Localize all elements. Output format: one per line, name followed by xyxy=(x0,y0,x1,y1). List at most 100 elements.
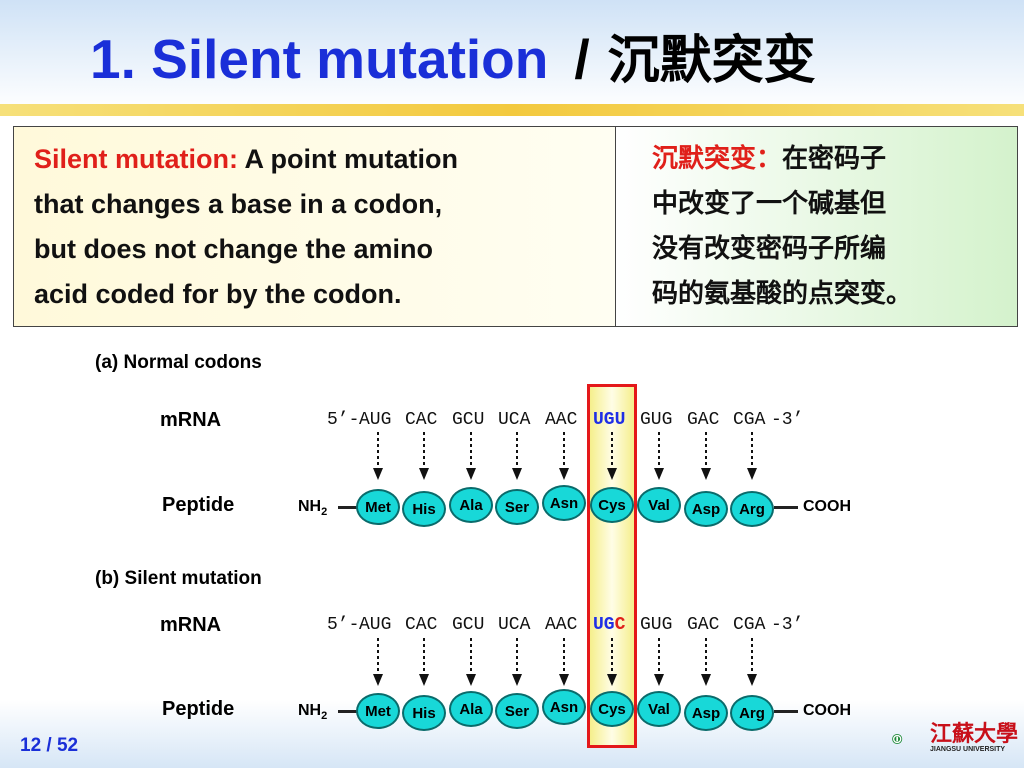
n-terminus-subscript: 2 xyxy=(321,710,328,723)
amino-acid-bead: Val xyxy=(637,691,681,727)
translation-arrow-icon xyxy=(512,638,522,686)
mrna-3-prime: -3’ xyxy=(771,410,804,430)
amino-acid-bead: Asn xyxy=(542,485,586,521)
amino-acid-bead: Cys xyxy=(590,487,634,523)
definition-cn-term: 沉默突变： xyxy=(652,144,783,174)
n-terminus-subscript: 2 xyxy=(321,506,328,519)
translation-arrow-icon xyxy=(559,432,569,480)
mrna-codon: AAC xyxy=(545,615,578,635)
translation-arrow-icon xyxy=(373,638,383,686)
definition-en-line-2: but does not change the amino xyxy=(34,234,434,264)
definition-cn-line-3: 码的氨基酸的点突变。 xyxy=(652,279,913,309)
mrna-codon: GAC xyxy=(687,615,720,635)
translation-arrow-icon xyxy=(701,638,711,686)
peptide-bond-line xyxy=(338,506,358,509)
mrna-codon: CAC xyxy=(405,615,438,635)
definition-cn-line-2: 没有改变密码子所编 xyxy=(652,234,887,264)
translation-arrow-icon xyxy=(512,432,522,480)
translation-arrow-icon xyxy=(654,638,664,686)
peptide-bond-line xyxy=(774,710,798,713)
mrna-codon: GCU xyxy=(452,410,485,430)
mrna-codon: AAC xyxy=(545,410,578,430)
c-terminus-label: COOH xyxy=(803,702,851,719)
university-logo-subtitle: JIANGSU UNIVERSITY xyxy=(930,746,1006,753)
c-terminus-label: COOH xyxy=(803,498,851,515)
amino-acid-bead: Met xyxy=(356,489,400,525)
definition-english: Silent mutation: A point mutation that c… xyxy=(14,127,616,326)
mrna-5-prime: 5’- xyxy=(327,410,360,430)
definition-chinese: 沉默突变：在密码子 中改变了一个碱基但 没有改变密码子所编 码的氨基酸的点突变。 xyxy=(616,127,1017,326)
translation-arrow-icon xyxy=(419,638,429,686)
translation-arrow-icon xyxy=(466,638,476,686)
amino-acid-bead: Val xyxy=(637,487,681,523)
title-cn: 沉默突变 xyxy=(607,31,816,91)
mrna-codon: GUG xyxy=(640,615,673,635)
translation-arrow-icon xyxy=(607,432,617,480)
mrna-5-prime: 5’- xyxy=(327,615,360,635)
mrna-codon: UCA xyxy=(498,410,531,430)
amino-acid-bead: Ala xyxy=(449,487,493,523)
definition-en-line-3: acid coded for by the codon. xyxy=(34,279,402,309)
amino-acid-bead: Ala xyxy=(449,691,493,727)
amino-acid-bead: His xyxy=(402,491,446,527)
n-terminus-label: NH2 xyxy=(298,498,327,518)
mrna-codon-mutation-site: UGC xyxy=(593,615,625,635)
title-en: 1. Silent mutation xyxy=(90,28,549,90)
mrna-codon-mutation-site: UGU xyxy=(593,410,625,430)
mutated-codon-text: UGU xyxy=(593,410,626,430)
n-terminus-label: NH2 xyxy=(298,702,327,722)
translation-arrow-icon xyxy=(654,432,664,480)
mrna-codon: AUG xyxy=(359,615,392,635)
peptide-label: Peptide xyxy=(162,494,235,516)
panel-label: (b) Silent mutation xyxy=(95,568,262,589)
amino-acid-bead: His xyxy=(402,695,446,731)
translation-arrow-icon xyxy=(747,638,757,686)
mrna-codon: GUG xyxy=(640,410,673,430)
mrna-codon: CGA xyxy=(733,615,766,635)
amino-acid-bead: Cys xyxy=(590,691,634,727)
peptide-bond-line xyxy=(774,506,798,509)
amino-acid-bead: Ser xyxy=(495,489,539,525)
page-number: 12 / 52 xyxy=(20,735,79,756)
mutated-base-text: C xyxy=(614,615,626,635)
definition-en-line-0: A point mutation xyxy=(238,144,458,174)
amino-acid-bead: Asp xyxy=(684,491,728,527)
university-logo-text: 江蘇大學 xyxy=(930,721,1019,747)
amino-acid-bead: Arg xyxy=(730,491,774,527)
mrna-codon: GAC xyxy=(687,410,720,430)
mrna-codon: AUG xyxy=(359,410,392,430)
title-rule xyxy=(0,104,1024,116)
mrna-label: mRNA xyxy=(160,614,222,636)
translation-arrow-icon xyxy=(419,432,429,480)
university-logo-icon xyxy=(892,733,903,745)
mrna-label: mRNA xyxy=(160,409,222,431)
definition-en-term: Silent mutation: xyxy=(34,144,238,174)
peptide-label: Peptide xyxy=(162,698,235,720)
translation-arrow-icon xyxy=(747,432,757,480)
amino-acid-bead: Asn xyxy=(542,689,586,725)
amino-acid-bead: Met xyxy=(356,693,400,729)
mrna-codon: CGA xyxy=(733,410,766,430)
definition-cn-line-1: 中改变了一个碱基但 xyxy=(652,189,887,219)
slide-title: 1. Silent mutation / 沉默突变 xyxy=(90,18,816,93)
translation-arrow-icon xyxy=(373,432,383,480)
title-separator: / xyxy=(574,28,590,90)
mutated-codon-text: UG xyxy=(593,615,615,635)
mrna-codon: GCU xyxy=(452,615,485,635)
mrna-codon: UCA xyxy=(498,615,531,635)
definition-table: Silent mutation: A point mutation that c… xyxy=(13,126,1018,327)
amino-acid-bead: Ser xyxy=(495,693,539,729)
definition-en-line-1: that changes a base in a codon, xyxy=(34,189,443,219)
translation-arrow-icon xyxy=(607,638,617,686)
amino-acid-bead: Arg xyxy=(730,695,774,731)
translation-arrow-icon xyxy=(559,638,569,686)
panel-label: (a) Normal codons xyxy=(95,352,262,373)
peptide-bond-line xyxy=(338,710,358,713)
mrna-codon: CAC xyxy=(405,410,438,430)
n-terminus-text: NH xyxy=(298,498,322,515)
definition-cn-line-0: 在密码子 xyxy=(782,144,887,174)
mrna-3-prime: -3’ xyxy=(771,615,804,635)
amino-acid-bead: Asp xyxy=(684,695,728,731)
translation-arrow-icon xyxy=(701,432,711,480)
translation-arrow-icon xyxy=(466,432,476,480)
